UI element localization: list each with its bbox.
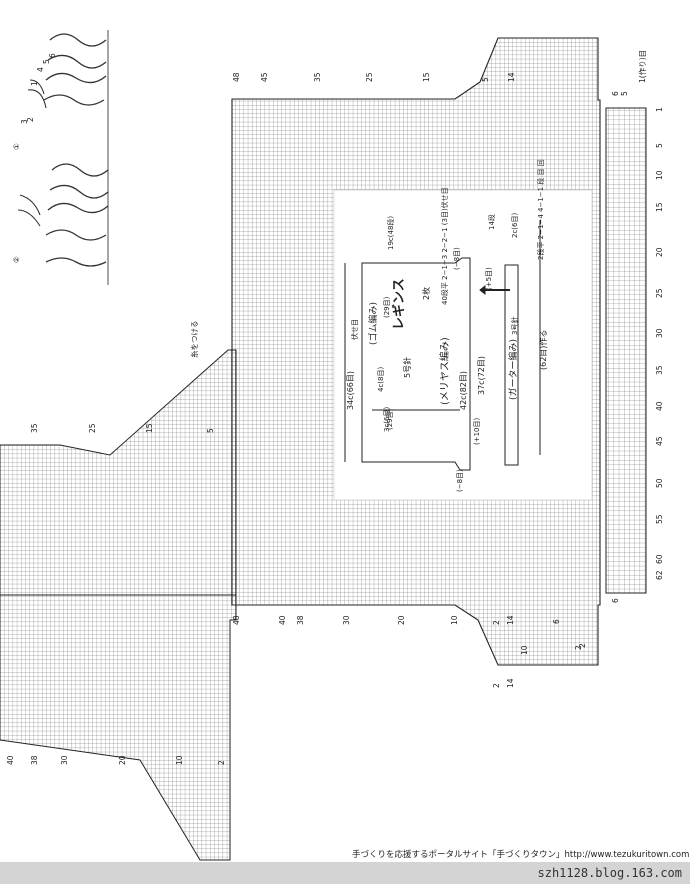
main-stitch: (メリヤス編み)	[440, 337, 451, 405]
leg-col-number-25: 25	[88, 423, 97, 433]
diagram-label-4: 1	[30, 81, 39, 86]
watermark: szh1128.blog.163.com	[0, 862, 690, 884]
bottom-note: (62目)作る	[539, 329, 548, 370]
plus5-note: (+5目)	[485, 267, 493, 290]
diagram-label-5: 4	[36, 67, 45, 72]
stitch-number-60: 60	[655, 554, 664, 564]
body-grid	[231, 37, 601, 666]
technique-diagram-1	[27, 33, 107, 109]
decrease-rule: 2段平 2−1−4 4−1−1 段 目 回	[537, 159, 545, 260]
three-cm-note: 3c(6目)	[383, 406, 391, 432]
leg-bottom-number-38: 38	[30, 755, 39, 765]
diagram-label-6: 5	[42, 59, 51, 64]
waist-band: (ゴム編み)	[369, 301, 379, 345]
edge-row-label-2: 2	[574, 645, 583, 650]
two-cm-note: 2c(6目)	[511, 212, 519, 238]
cuff-side-number-6: 6	[611, 91, 620, 96]
stitch-number-25: 25	[655, 288, 664, 298]
row-number-bottom-2: 2	[492, 620, 501, 625]
stitch-number-10: 10	[655, 170, 664, 180]
minus8b-note: (−8目)	[456, 469, 464, 492]
hip-note: 42c(82目)	[459, 371, 468, 410]
row-number-bottom-38: 38	[296, 615, 305, 625]
minus8-note: (−8目)	[453, 247, 461, 270]
cuff-top-label: 1(作り)目	[638, 49, 647, 83]
stitch-number-30: 30	[655, 328, 664, 338]
nineteen-note: 19c(48段)	[387, 215, 395, 250]
row-number-top-48: 48	[232, 72, 241, 82]
cuff-side-number-6: 6	[611, 598, 620, 603]
leg-bottom-number-40: 40	[6, 755, 15, 765]
schematic	[344, 220, 541, 471]
stitch-number-40: 40	[655, 401, 664, 411]
stitch-number-15: 15	[655, 202, 664, 212]
footer-text: 手づくりを応援するポータルサイト「手づくりタウン」http://www.tezu…	[352, 850, 690, 860]
diagram-label-3: 2	[26, 117, 35, 122]
diagram-label-7: 6	[48, 53, 57, 58]
row-number-top-5: 5	[481, 77, 490, 82]
attach-yarn-label: 糸をつける	[190, 320, 199, 359]
stitch-number-35: 35	[655, 365, 664, 375]
leg-bottom-number-30: 30	[60, 755, 69, 765]
four-cm-note: 4c(8目)	[377, 366, 385, 392]
stitch-number-5: 5	[655, 143, 664, 148]
edge-row-label-14: 14	[506, 678, 515, 688]
cuff-grid	[605, 107, 647, 594]
stitch-number-45: 45	[655, 436, 664, 446]
leg-note: 37c(72目)	[477, 356, 486, 395]
side-stitch-note-2: (29目)	[383, 296, 391, 318]
dec-rule-2: 40段平 2−1−3 2−2−1 (3目)伏せ目	[441, 187, 449, 305]
row-number-bottom-10: 10	[450, 615, 459, 625]
stitch-number-20: 20	[655, 247, 664, 257]
diagram-label-1: ②	[12, 256, 21, 263]
footer: 手づくりを応援するポータルサイト「手づくりタウン」http://www.tezu…	[352, 843, 690, 861]
bind-off-label: 伏せ目	[351, 319, 359, 340]
row-number-top-25: 25	[365, 72, 374, 82]
needle-size: 5号針	[403, 356, 412, 378]
knitting-chart	[0, 30, 647, 861]
stitch-number-55: 55	[655, 514, 664, 524]
row-number-top-45: 45	[260, 72, 269, 82]
cuff-band: (ガーター編み)	[509, 338, 519, 400]
edge-row-label-10: 10	[520, 645, 529, 655]
edge-row-label-6: 6	[552, 619, 561, 624]
row-number-top-15: 15	[422, 72, 431, 82]
leg-col-number-15: 15	[145, 423, 154, 433]
leg-bottom-number-10: 10	[175, 755, 184, 765]
diagram-label-0: ①	[12, 143, 21, 150]
stitch-number-62: 62	[655, 570, 664, 580]
row-number-bottom-30: 30	[342, 615, 351, 625]
stitch-number-50: 50	[655, 478, 664, 488]
leg-col-number-35: 35	[30, 423, 39, 433]
row-number-bottom-14: 14	[506, 615, 515, 625]
edge-row-label-2: 2	[492, 683, 501, 688]
row-number-bottom-40: 40	[278, 615, 287, 625]
leg-bottom-number-20: 20	[118, 755, 127, 765]
leg-bottom-number-2: 2	[217, 760, 226, 765]
row-number-top-14: 14	[507, 72, 516, 82]
fourteen-row-note: 14段	[488, 214, 496, 230]
cuff-side-number-5: 5	[620, 91, 629, 96]
stitch-number-1: 1	[655, 107, 664, 112]
plus10-note: (+10目)	[473, 417, 481, 445]
pattern-count: 2枚	[422, 286, 431, 300]
leg-col-number-5: 5	[206, 428, 215, 433]
cuff-needle: 3号針	[511, 316, 519, 335]
technique-diagram-2	[17, 163, 109, 267]
length-note: 34c(66目)	[346, 371, 355, 410]
row-number-bottom-20: 20	[397, 615, 406, 625]
row-number-top-35: 35	[313, 72, 322, 82]
row-number-bottom-48: 48	[232, 615, 241, 625]
leg-lower-grid	[0, 594, 237, 861]
